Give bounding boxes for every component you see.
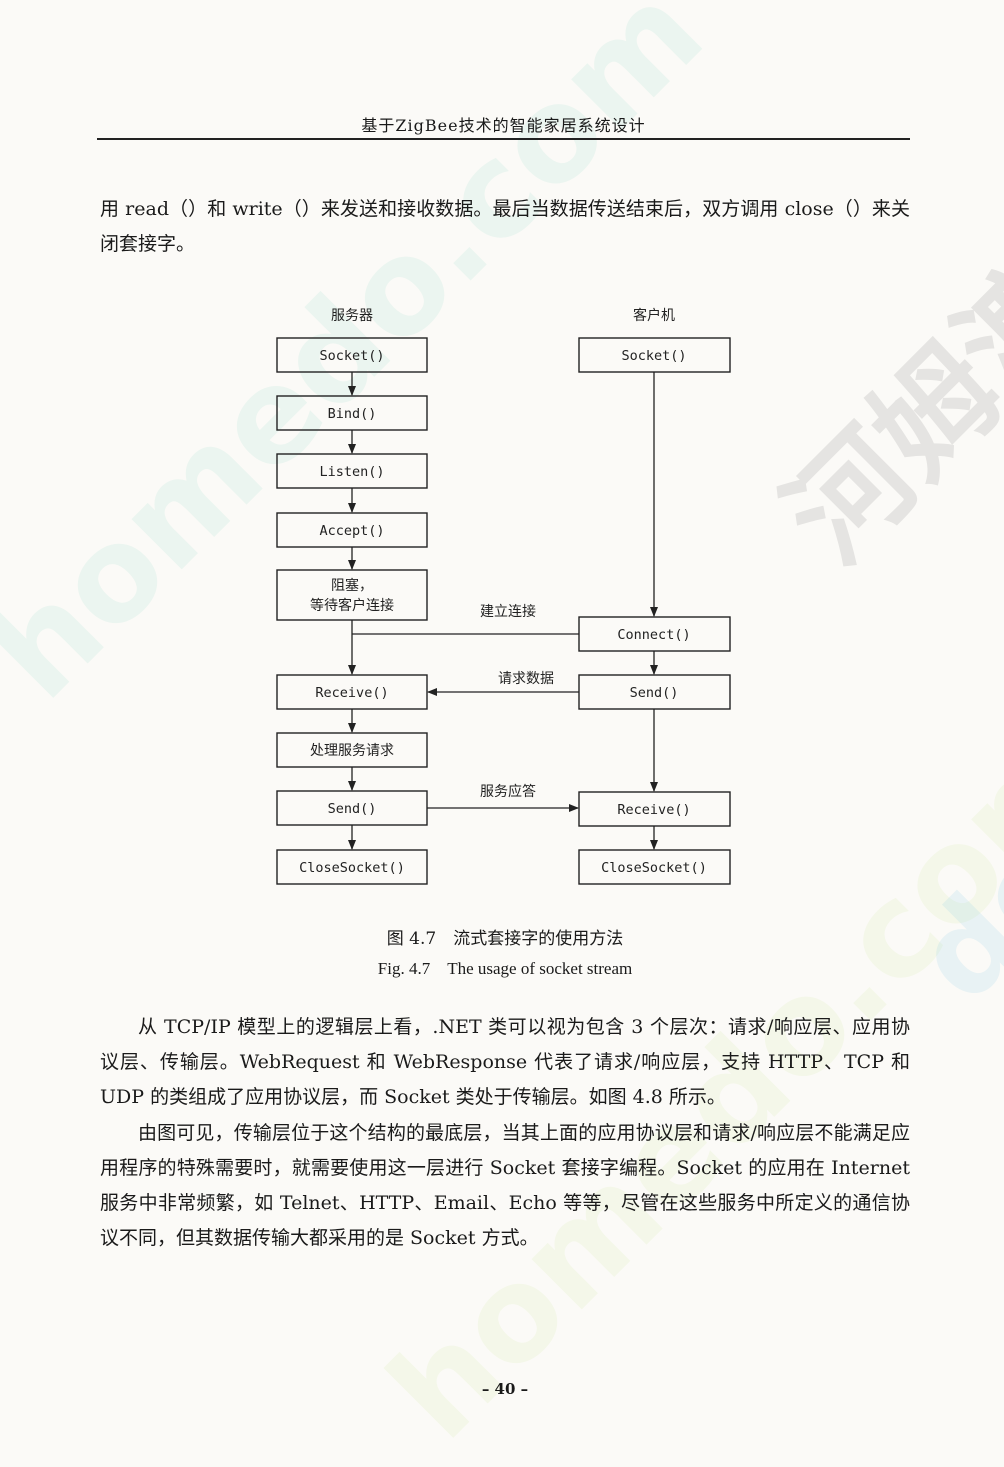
server-socket-label: Socket(): [319, 348, 384, 364]
running-header: 基于ZigBee技术的智能家居系统设计: [361, 116, 646, 135]
paragraph-transport: 由图可见，传输层位于这个结构的最底层，当其上面的应用协议层和请求/响应层不能满足…: [100, 1122, 910, 1249]
figure-caption-chinese: 图 4.7 流式套接字的使用方法: [386, 929, 624, 949]
socket-flow-diagram: 服务器 客户机 Socket() Bind() Listen() Accept(…: [250, 296, 770, 896]
server-receive-label: Receive(): [315, 685, 388, 701]
client-close-label: CloseSocket(): [601, 860, 707, 876]
page-number: – 40 –: [481, 1380, 529, 1398]
response-link-label: 服务应答: [480, 783, 536, 800]
client-socket-label: Socket(): [621, 348, 686, 364]
server-close-box: [276, 849, 428, 885]
server-blocking-label-2: 等待客户连接: [310, 597, 394, 614]
server-column-title: 服务器: [331, 308, 373, 324]
server-blocking-label-1: 阻塞，: [331, 577, 373, 594]
server-bind-label: Bind(): [328, 406, 377, 422]
server-accept-label: Accept(): [319, 523, 384, 539]
request-link-label: 请求数据: [498, 671, 554, 687]
watermark-text: 河姆渡: [760, 235, 1004, 589]
connect-link-label: 建立连接: [480, 603, 536, 620]
client-receive-label: Receive(): [617, 802, 690, 818]
figure-caption-english: Fig. 4.7 The usage of socket stream: [377, 959, 633, 978]
client-send-label: Send(): [630, 685, 679, 701]
client-column-title: 客户机: [633, 307, 675, 324]
paragraph-layers: 从 TCP/IP 模型上的逻辑层上看，.NET 类可以视为包含 3 个层次：请求…: [100, 1016, 910, 1108]
client-connect-label: Connect(): [617, 627, 690, 643]
paragraph-intro: 用 read（）和 write（）来发送和接收数据。最后当数据传送结束后，双方调…: [100, 198, 910, 255]
header-rule: [97, 138, 910, 140]
client-close-box: [578, 849, 731, 885]
server-close-label: CloseSocket(): [299, 860, 405, 876]
server-listen-label: Listen(): [319, 464, 384, 480]
server-process-label: 处理服务请求: [310, 743, 394, 759]
server-send-label: Send(): [328, 801, 377, 817]
